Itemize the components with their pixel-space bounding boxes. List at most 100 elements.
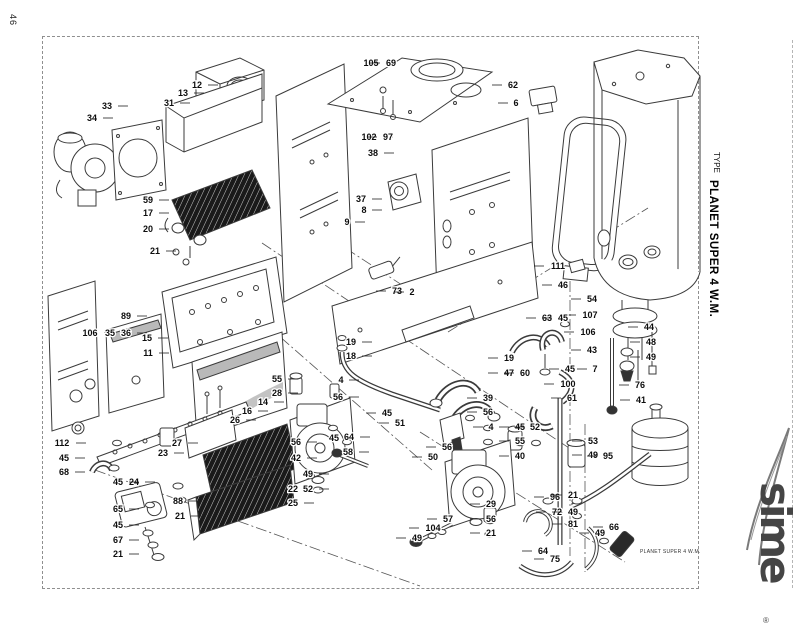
part-callout: 18 [346,351,356,361]
part-callout: 44 [644,322,654,332]
part-callout: 45 [565,364,575,374]
part-callout: 107 [582,310,597,320]
part-callout: 73 [392,286,402,296]
part-callout: 67 [113,535,123,545]
part-callout: 76 [635,380,645,390]
part-callout: 52 [303,484,313,494]
part-callout: 33 [102,101,112,111]
part-callout: 12 [192,80,202,90]
part-callout: 60 [520,368,530,378]
part-callout: 56 [483,407,493,417]
swoosh-icon [746,427,790,566]
part-callout: 89 [121,311,131,321]
part-callout: 9 [344,217,349,227]
part-callout: 104 [425,523,440,533]
part-callout: 58 [343,447,353,457]
part-callout: 49 [595,528,605,538]
part-callout: 20 [143,224,153,234]
sime-logo: sime ® [733,420,800,625]
part-callout: 56 [333,392,343,402]
part-callout: 37 [356,194,366,204]
part-callout: 54 [587,294,597,304]
part-callout: 15 [142,333,152,343]
part-callout: 39 [483,393,493,403]
part-callout: 19 [504,353,514,363]
part-callout: 35 [105,328,115,338]
part-callout: 51 [395,418,405,428]
part-callout: 6 [513,98,518,108]
part-callout: 55 [515,436,525,446]
part-callout: 40 [515,451,525,461]
page-edge-line [792,40,793,588]
part-callout: 69 [386,58,396,68]
part-callout: 75 [550,554,560,564]
part-callout: 14 [258,397,268,407]
part-callout: 26 [230,415,240,425]
part-callout: 59 [143,195,153,205]
part-callout: 21 [150,246,160,256]
part-callout: 106 [580,327,595,337]
part-callout: 56 [442,442,452,452]
part-callout: 36 [121,328,131,338]
part-callout: 68 [59,467,69,477]
part-callout: 62 [508,80,518,90]
part-callout: 11 [143,348,153,358]
part-callout: 42 [291,453,301,463]
part-callout: 4 [338,375,343,385]
part-callout: 38 [368,148,378,158]
part-callout: 49 [588,450,598,460]
part-callout: 49 [412,533,422,543]
part-callout: 27 [172,438,182,448]
part-callout: 81 [568,519,578,529]
part-callout: 45 [59,453,69,463]
part-callout: 45 [382,408,392,418]
part-callout: 88 [173,496,183,506]
part-callout: 65 [113,504,123,514]
part-callout: 45 [113,477,123,487]
part-callout: 52 [530,422,540,432]
part-callout: 17 [143,208,153,218]
part-callout: 4 [488,422,493,432]
part-callout: 95 [603,451,613,461]
part-callout: 13 [178,88,188,98]
type-label: TYPE [712,152,721,173]
registered-mark: ® [763,616,769,625]
part-callout: 46 [558,280,568,290]
page-number: 46 [8,14,18,27]
part-callout: 96 [550,492,560,502]
part-callout: 112 [55,438,70,448]
sime-logo-text: sime [751,482,800,582]
line-art [47,49,701,578]
part-callout: 64 [344,432,354,442]
part-callout: 23 [158,448,168,458]
part-callout: 28 [272,388,282,398]
part-callout: 53 [588,436,598,446]
part-callout: 56 [291,437,301,447]
part-callout: 2 [409,287,414,297]
part-callout: 21 [113,549,123,559]
footer-note: PLANET SUPER 4 W.M. [640,549,701,555]
part-callout: 48 [646,337,656,347]
part-callout: 45 [329,433,339,443]
part-callout: 41 [636,395,646,405]
part-callout: 34 [87,113,97,123]
part-callout: 64 [538,546,548,556]
part-callout: 19 [346,337,356,347]
part-callout: 57 [443,514,453,524]
part-callout: 8 [361,205,366,215]
part-callout: 29 [486,499,496,509]
model-label: PLANET SUPER 4 W.M. [707,180,719,318]
diagram-frame [42,36,699,589]
part-callout: 66 [609,522,619,532]
part-callout: 21 [486,528,496,538]
part-callout: 55 [272,374,282,384]
part-callout: 97 [383,132,393,142]
part-callout: 22 [288,484,298,494]
part-callout: 25 [288,498,298,508]
part-callout: 21 [568,490,578,500]
part-callout: 7 [592,364,597,374]
part-callout: 61 [567,393,577,403]
part-callout: 56 [486,514,496,524]
part-callout: 43 [587,345,597,355]
